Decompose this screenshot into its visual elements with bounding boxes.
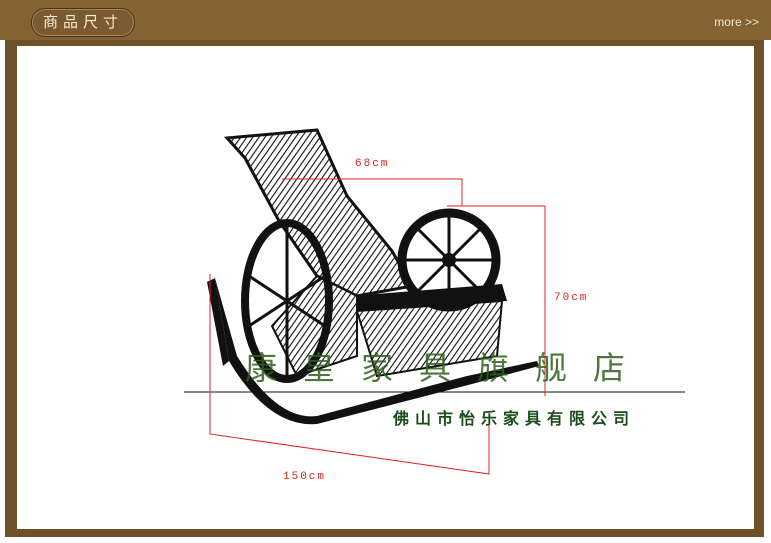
content-frame: 68cm 70cm 150cm 康皇家具旗舰店 佛山市怡乐家具有限公司 xyxy=(5,40,764,537)
content-panel: 68cm 70cm 150cm 康皇家具旗舰店 佛山市怡乐家具有限公司 xyxy=(17,46,754,529)
section-title-tab: 商品尺寸 xyxy=(31,8,135,37)
side-wheel xyxy=(241,219,333,383)
section-header: 商品尺寸 more >> xyxy=(0,0,771,40)
more-link[interactable]: more >> xyxy=(714,15,759,29)
front-wheel xyxy=(397,208,501,312)
height-dimension-label: 70cm xyxy=(554,292,588,304)
depth-dimension-label: 68cm xyxy=(355,158,389,170)
store-watermark: 康皇家具旗舰店 xyxy=(245,349,651,387)
company-name: 佛山市怡乐家具有限公司 xyxy=(392,409,635,428)
dimension-lines xyxy=(209,178,546,475)
length-dimension-label: 150cm xyxy=(283,471,326,483)
rocking-chair-illustration xyxy=(207,128,539,425)
product-dimension-figure: 68cm 70cm 150cm 康皇家具旗舰店 佛山市怡乐家具有限公司 xyxy=(184,128,685,483)
